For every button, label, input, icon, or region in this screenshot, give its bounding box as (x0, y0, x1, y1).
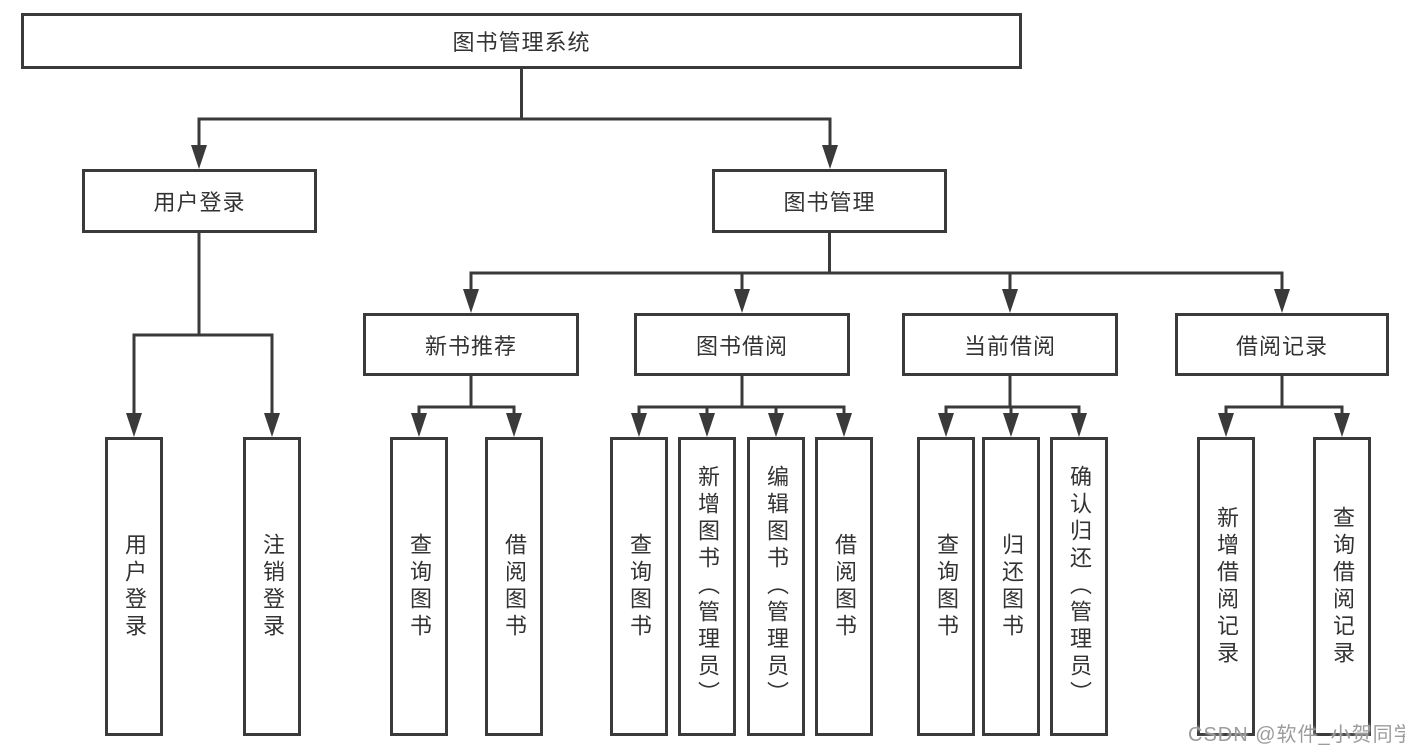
node-library-management-system: 图书管理系统 (21, 13, 1022, 69)
node-label: 当前借阅 (963, 333, 1056, 359)
leaf-borrow-books-borrowing: 借阅图书 (815, 437, 873, 736)
node-label: 图书管理系统 (452, 30, 591, 55)
leaf-user-login: 用户登录 (105, 437, 163, 736)
node-current-borrowing: 当前借阅 (902, 313, 1118, 376)
node-label: 查询借阅记录 (1330, 505, 1355, 668)
node-book-management: 图书管理 (712, 169, 947, 233)
connector-lines (132, 69, 1344, 415)
node-label: 查询图书 (627, 532, 652, 641)
node-label: 借阅记录 (1235, 333, 1328, 359)
leaf-return-books: 归还图书 (982, 437, 1040, 736)
node-label: 注销登录 (260, 532, 285, 641)
node-label: 用户登录 (153, 190, 246, 215)
node-label: 图书管理 (783, 190, 876, 215)
node-label: 图书借阅 (695, 333, 788, 359)
node-new-book-recommend: 新书推荐 (363, 313, 579, 376)
node-label: 新书推荐 (424, 333, 517, 359)
node-label: 用户登录 (122, 532, 147, 641)
leaf-logout-login: 注销登录 (243, 437, 301, 736)
node-label: 借阅图书 (832, 532, 857, 641)
node-label: 新增图书（管理员） (695, 465, 720, 708)
leaf-edit-books-admin: 编辑图书（管理员） (747, 437, 805, 736)
node-borrowing-records: 借阅记录 (1175, 313, 1389, 376)
arrowheads (126, 145, 1350, 437)
node-label: 归还图书 (999, 532, 1024, 641)
leaf-query-books-borrowing: 查询图书 (610, 437, 668, 736)
leaf-query-borrow-record: 查询借阅记录 (1313, 437, 1371, 736)
node-label: 借阅图书 (502, 532, 527, 641)
node-label: 编辑图书（管理员） (764, 465, 789, 708)
leaf-add-borrow-record: 新增借阅记录 (1197, 437, 1255, 736)
leaf-add-books-admin: 新增图书（管理员） (678, 437, 736, 736)
node-label: 确认归还（管理员） (1067, 465, 1092, 708)
leaf-confirm-return-admin: 确认归还（管理员） (1050, 437, 1108, 736)
leaf-query-books-recommend: 查询图书 (390, 437, 448, 736)
leaf-query-books-current: 查询图书 (917, 437, 975, 736)
watermark-text: CSDN @软件_小贺同学 (1188, 724, 1405, 746)
node-user-login: 用户登录 (82, 169, 317, 233)
node-label: 新增借阅记录 (1214, 505, 1239, 668)
node-label: 查询图书 (934, 532, 959, 641)
node-label: 查询图书 (407, 532, 432, 641)
node-book-borrowing: 图书借阅 (634, 313, 850, 376)
leaf-borrow-books-recommend: 借阅图书 (485, 437, 543, 736)
